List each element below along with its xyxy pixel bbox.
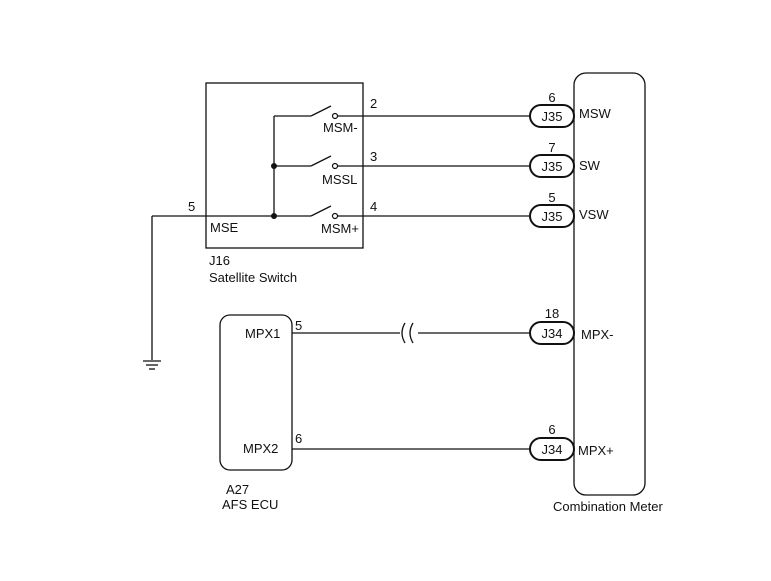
connector-j34-pin6	[529, 437, 575, 461]
satellite-switch-name: Satellite Switch	[209, 270, 297, 285]
switch-label-msm-plus: MSM+	[321, 221, 359, 236]
switch-pin-3: 3	[370, 149, 377, 164]
connector-label: J35	[542, 109, 563, 124]
wire-break-icon	[401, 322, 414, 344]
connector-pin-number: 18	[545, 306, 559, 321]
afs-ecu-name: AFS ECU	[222, 497, 278, 512]
connector-pin-number: 5	[548, 190, 555, 205]
combination-meter-box	[573, 72, 646, 496]
meter-signal-sw: SW	[579, 158, 601, 173]
afs-ecu-pin-5: 5	[295, 318, 302, 333]
afs-ecu-box	[219, 314, 293, 471]
switch-pin-4: 4	[370, 199, 377, 214]
connector-pin-number: 6	[548, 422, 555, 437]
meter-signal-mpx-plus: MPX+	[578, 443, 614, 458]
connector-label: J34	[542, 326, 563, 341]
afs-ecu-pin-label-mpx1: MPX1	[245, 326, 280, 341]
switch-mssl	[274, 155, 530, 170]
switch-label-msm-minus: MSM-	[323, 120, 358, 135]
switch-pin-2: 2	[370, 96, 377, 111]
mse-pin-label: MSE	[210, 220, 239, 235]
switch-msm-minus	[274, 105, 530, 120]
connector-pin-number: 6	[548, 90, 555, 105]
connector-pin-number: 7	[548, 140, 555, 155]
switch-label-mssl: MSSL	[322, 172, 357, 187]
connector-label: J35	[542, 159, 563, 174]
connector-label: J35	[542, 209, 563, 224]
connector-label: J34	[542, 442, 563, 457]
ground-icon	[143, 360, 161, 370]
satellite-switch-code: J16	[209, 253, 230, 268]
mse-pin-number: 5	[188, 199, 195, 214]
connector-j34-pin18	[529, 321, 575, 345]
meter-signal-vsw: VSW	[579, 207, 609, 222]
switch-msm-plus	[274, 205, 530, 220]
afs-ecu-pin-label-mpx2: MPX2	[243, 441, 278, 456]
afs-ecu-pin-6: 6	[295, 431, 302, 446]
connector-j35-pin7	[529, 154, 575, 178]
connector-j35-pin6	[529, 104, 575, 128]
combination-meter-name: Combination Meter	[553, 499, 663, 514]
meter-signal-msw: MSW	[579, 106, 612, 121]
connector-j35-pin5	[529, 204, 575, 228]
meter-signal-mpx-minus: MPX-	[581, 327, 614, 342]
afs-ecu-code: A27	[226, 482, 249, 497]
